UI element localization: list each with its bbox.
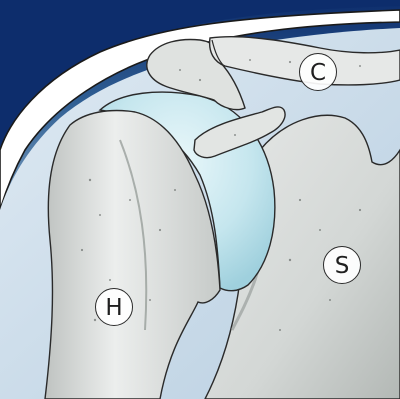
- scapula-label: S: [323, 246, 361, 284]
- humerus-label: H: [95, 288, 133, 326]
- clavicle-label: C: [299, 53, 337, 91]
